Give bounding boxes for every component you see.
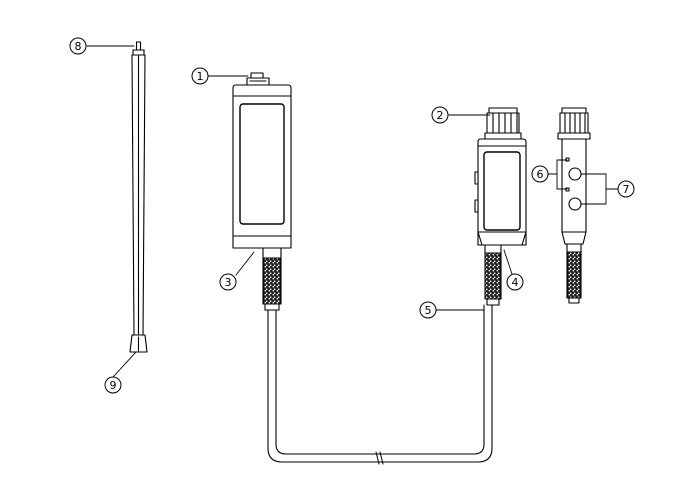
- svg-text:1: 1: [197, 70, 204, 83]
- svg-text:5: 5: [425, 304, 432, 317]
- main-display-module: [232, 72, 292, 311]
- callout-6: 6: [531, 165, 549, 183]
- callouts: 8 1 2 3 4 5 6 7: [69, 37, 635, 394]
- svg-text:9: 9: [110, 379, 117, 392]
- leader-lines: [86, 45, 619, 378]
- callout-5: 5: [419, 301, 437, 319]
- probe-rod: [129, 41, 148, 353]
- callout-8: 8: [69, 37, 87, 55]
- svg-text:8: 8: [75, 40, 82, 53]
- callout-7: 7: [617, 180, 635, 198]
- callout-3: 3: [219, 273, 237, 291]
- callout-4: 4: [506, 273, 524, 291]
- svg-text:2: 2: [437, 109, 444, 122]
- cable: [267, 304, 493, 465]
- svg-text:4: 4: [512, 276, 519, 289]
- sensor-head-front: [474, 107, 527, 306]
- svg-text:6: 6: [537, 168, 544, 181]
- sensor-head-side: [557, 107, 591, 304]
- svg-text:3: 3: [225, 276, 232, 289]
- svg-text:7: 7: [623, 183, 630, 196]
- callout-9: 9: [104, 376, 122, 394]
- callout-1: 1: [191, 67, 209, 85]
- callout-2: 2: [431, 106, 449, 124]
